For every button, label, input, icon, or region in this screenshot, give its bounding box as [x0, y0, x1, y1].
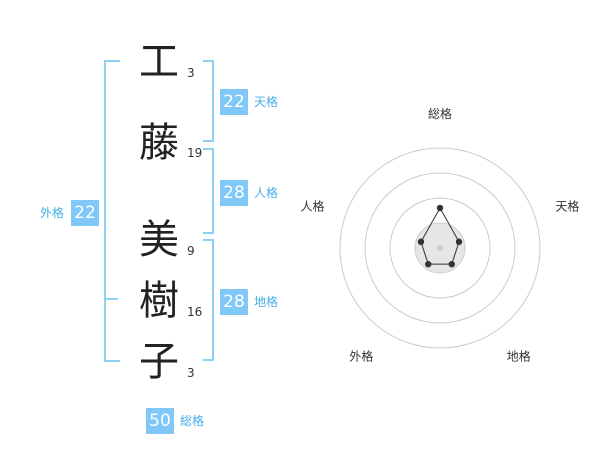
- radar-point: [448, 260, 455, 268]
- tenkaku-bracket: [203, 60, 214, 142]
- radar-point: [436, 204, 444, 212]
- gaikaku-bracket: [104, 60, 120, 362]
- gaikaku-label: 外格: [40, 206, 65, 220]
- stroke-count-4: 16: [187, 305, 203, 319]
- gaikaku-value: 22: [71, 200, 99, 226]
- radar-axis-label: 総格: [428, 106, 452, 121]
- radar-axis-label: 外格: [349, 348, 373, 363]
- radar-point: [425, 260, 432, 268]
- soukaku-label: 総格: [180, 414, 205, 428]
- name-char-3: 美: [139, 217, 179, 263]
- soukaku-value: 50: [146, 408, 174, 434]
- radar-ring-3: [364, 172, 516, 324]
- tenkaku-value: 22: [220, 89, 248, 115]
- stroke-count-2: 19: [187, 146, 203, 160]
- radar-point: [417, 238, 425, 246]
- radar-axis-label: 地格: [507, 348, 531, 363]
- chikaku-value: 28: [220, 289, 248, 315]
- name-char-1: 工: [139, 39, 179, 85]
- jinkaku-bracket: [203, 148, 214, 234]
- jinkaku-value: 28: [220, 180, 248, 206]
- name-char-2: 藤: [139, 120, 179, 166]
- radar-ring-2: [389, 197, 491, 299]
- radar-polygon: [420, 206, 460, 265]
- stroke-count-5: 3: [187, 366, 195, 380]
- stroke-count-1: 3: [187, 66, 195, 80]
- jinkaku-label: 人格: [254, 186, 279, 200]
- name-char-4: 樹: [139, 278, 179, 324]
- radar-point: [455, 238, 463, 246]
- chikaku-bracket: [203, 239, 214, 361]
- chikaku-label: 地格: [254, 295, 279, 309]
- tenkaku-label: 天格: [254, 95, 279, 109]
- radar-center-dot: [437, 245, 443, 251]
- radar-axis-label: 天格: [555, 199, 579, 214]
- radar-axis-label: 人格: [301, 199, 325, 214]
- name-char-5: 子: [139, 339, 179, 385]
- stroke-count-3: 9: [187, 244, 195, 258]
- radar-ring-4: [339, 147, 541, 349]
- gaikaku-bracket-tick: [104, 298, 118, 300]
